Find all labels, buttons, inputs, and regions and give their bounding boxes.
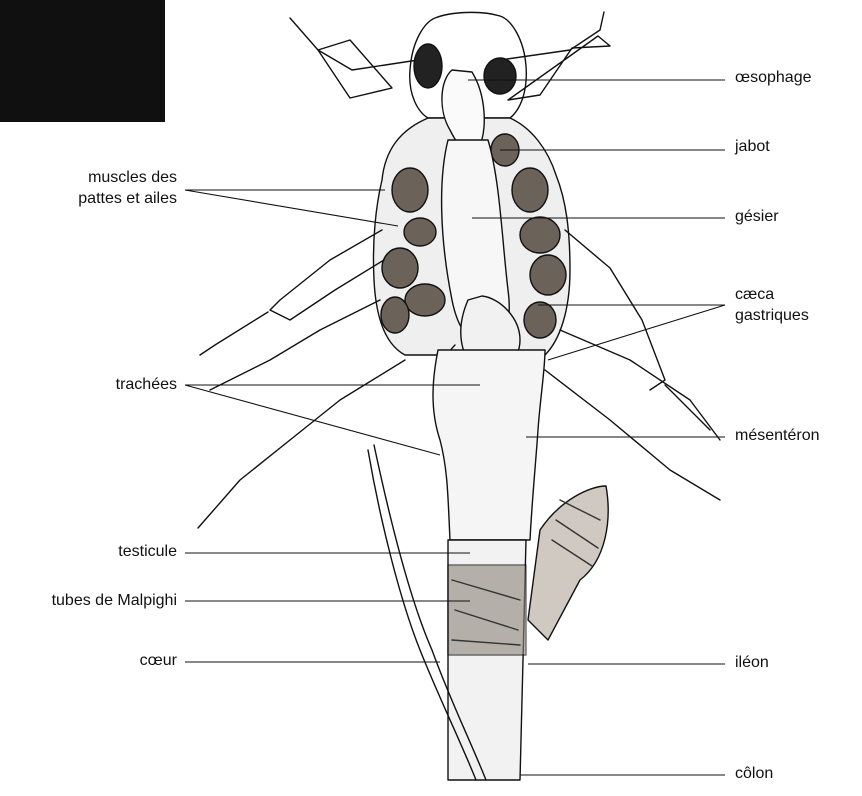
label-coeur: cœur bbox=[30, 651, 177, 671]
midgut bbox=[433, 350, 545, 540]
label-ileon: iléon bbox=[735, 653, 769, 673]
right-hindleg bbox=[545, 370, 720, 500]
left-foreleg-tarsus bbox=[200, 312, 268, 355]
label-testicule: testicule bbox=[30, 542, 177, 562]
label-gesier: gésier bbox=[735, 207, 779, 227]
label-caeca-line2: gastriques bbox=[735, 306, 809, 326]
right-compound-eye bbox=[484, 58, 516, 94]
right-foreleg bbox=[565, 230, 665, 390]
label-oesophage: œsophage bbox=[735, 68, 812, 88]
left-midleg bbox=[210, 300, 380, 390]
right-midleg bbox=[560, 330, 720, 440]
label-tubes-malpighi: tubes de Malpighi bbox=[10, 591, 177, 611]
label-jabot: jabot bbox=[735, 137, 770, 157]
label-muscles-line1: muscles des bbox=[30, 168, 177, 188]
label-caeca-line1: cæca bbox=[735, 285, 774, 305]
right-antenna-segment bbox=[508, 36, 610, 100]
testis-lobe bbox=[528, 486, 608, 640]
label-mesenteron: mésentéron bbox=[735, 426, 820, 446]
right-foreleg-tarsus bbox=[665, 385, 710, 430]
right-antenna bbox=[500, 12, 604, 60]
left-compound-eye bbox=[414, 44, 442, 88]
label-trachees: trachées bbox=[30, 375, 177, 395]
label-colon: côlon bbox=[735, 764, 773, 784]
label-muscles-line2: pattes et ailes bbox=[30, 189, 177, 209]
